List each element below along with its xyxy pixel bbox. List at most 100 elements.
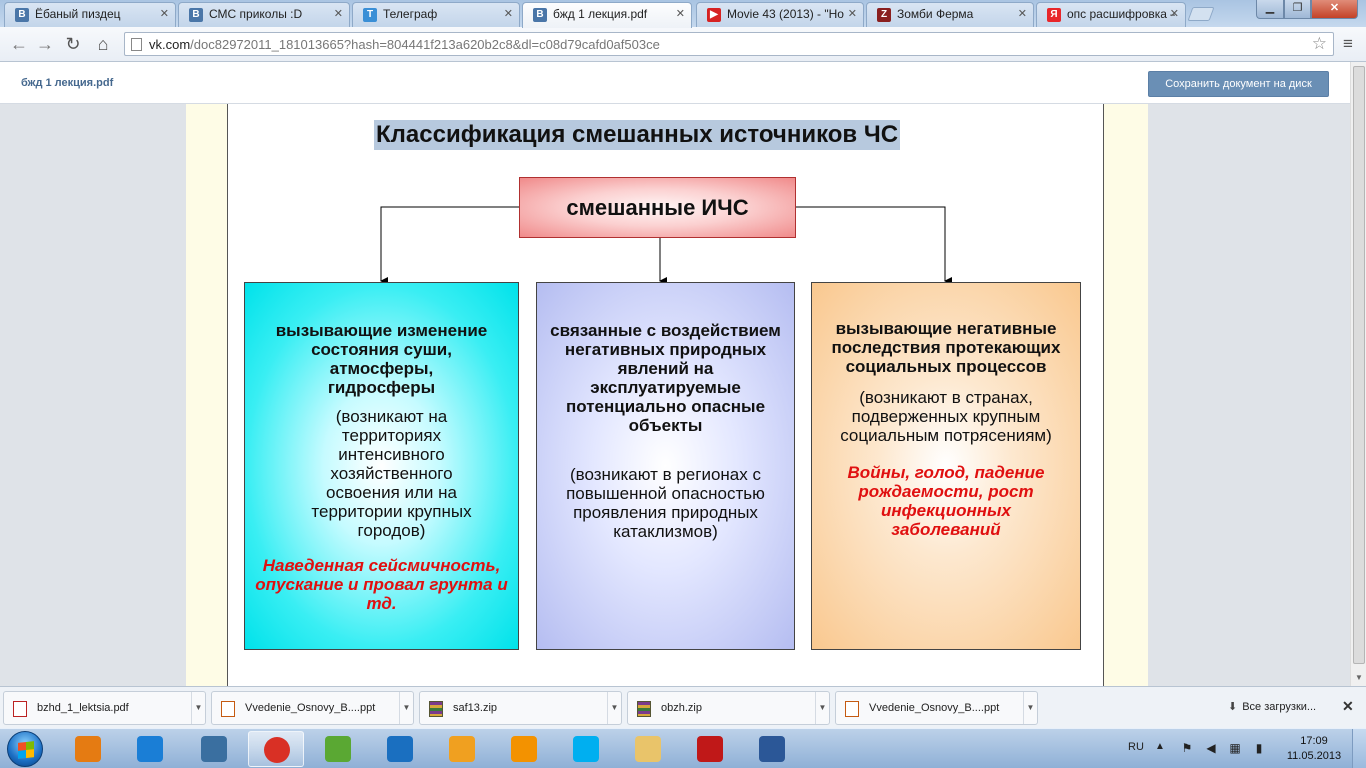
odnoklassniki-icon [511, 736, 537, 762]
tab-title: бжд 1 лекция.pdf [553, 7, 648, 21]
tab-close-icon[interactable]: ✕ [1169, 8, 1179, 20]
vertical-scrollbar[interactable]: ▲ ▼ [1350, 62, 1366, 686]
download-item[interactable]: obzh.zip ▼ [627, 691, 830, 725]
tab-5[interactable]: Z Зомби Ферма ✕ [866, 2, 1034, 27]
tab-4[interactable]: ▶ Movie 43 (2013) - "Но✕ [696, 2, 864, 27]
close-window-button[interactable]: ✕ [1311, 0, 1358, 19]
bookmark-star-icon[interactable]: ☆ [1311, 34, 1327, 53]
show-hidden-icons-icon[interactable]: ▲ [1155, 741, 1165, 752]
taskbar-odnoklassniki[interactable] [496, 731, 552, 767]
download-options-icon[interactable]: ▼ [191, 692, 205, 724]
windows-logo-icon [18, 741, 34, 759]
category-note: (возникают в регионах с повышенной опасн… [566, 465, 765, 541]
tab-close-icon[interactable]: ✕ [333, 8, 343, 20]
download-options-icon[interactable]: ▼ [815, 692, 829, 724]
game-icon [449, 736, 475, 762]
category-note: (возникают в странах, подверженных крупн… [840, 388, 1052, 445]
tab-title: СМС приколы :D [209, 7, 303, 21]
new-tab-button[interactable] [1187, 7, 1215, 21]
download-item[interactable]: Vvedenie_Osnovy_B....ppt▼ [211, 691, 414, 725]
category-heading: связанные с воздействием негативных прир… [550, 321, 781, 435]
tab-title: Зомби Ферма [897, 7, 974, 21]
reload-icon[interactable]: ↻ [65, 34, 81, 54]
explorer-icon [635, 736, 661, 762]
vk-icon: B [533, 8, 547, 22]
forward-arrow-icon[interactable]: → [36, 34, 54, 54]
taskbar-explorer[interactable] [620, 731, 676, 767]
youtube-icon: ▶ [707, 8, 721, 22]
close-icon[interactable]: ✕ [1342, 698, 1354, 714]
taskbar-chrome[interactable] [248, 731, 304, 767]
tab-close-icon[interactable]: ✕ [847, 8, 857, 20]
maximize-button[interactable]: ❐ [1284, 0, 1311, 19]
volume-icon[interactable]: ◀ [1206, 741, 1216, 755]
tab-close-icon[interactable]: ✕ [1017, 8, 1027, 20]
download-options-icon[interactable]: ▼ [607, 692, 621, 724]
category-examples: Наведенная сейсмичность, опускание и про… [255, 556, 508, 613]
taskbar-media-player[interactable] [60, 731, 116, 767]
game-icon: Z [877, 8, 891, 22]
download-options-icon[interactable]: ▼ [399, 692, 413, 724]
tab-close-icon[interactable]: ✕ [675, 8, 685, 20]
taskbar-briefcase[interactable] [186, 731, 242, 767]
document-viewer: Классификация смешанных источников ЧС см… [0, 104, 1350, 686]
download-item[interactable]: saf13.zip ▼ [419, 691, 622, 725]
start-button[interactable] [7, 731, 43, 767]
taskbar-mcafee[interactable] [682, 731, 738, 767]
address-bar[interactable]: vk.com/doc82972011_181013665?hash=804441… [124, 32, 1334, 56]
arrow-right [796, 206, 952, 285]
downloads-shelf: bzhd_1_lektsia.pdf▼Vvedenie_Osnovy_B....… [0, 686, 1366, 728]
language-indicator[interactable]: RU [1128, 741, 1144, 753]
download-item[interactable]: bzhd_1_lektsia.pdf ▼ [3, 691, 206, 725]
tab-close-icon[interactable]: ✕ [503, 8, 513, 20]
category-examples: Войны, голод, падение рождаемости, рост … [847, 463, 1045, 539]
category-note: (возникают на территориях интенсивного х… [311, 407, 472, 540]
category-heading: вызывающие изменение состояния суши, атм… [275, 321, 488, 397]
download-item[interactable]: Vvedenie_Osnovy_B....ppt▼ [835, 691, 1038, 725]
taskbar-mail-agent[interactable] [372, 731, 428, 767]
show-desktop-button[interactable] [1352, 729, 1366, 768]
document-title: бжд 1 лекция.pdf [21, 77, 114, 89]
taskbar-skype[interactable] [558, 731, 614, 767]
tab-title: Ёбаный пиздец [35, 7, 121, 21]
home-icon[interactable]: ⌂ [97, 34, 109, 54]
arrow-left [380, 206, 519, 285]
scroll-thumb[interactable] [1353, 66, 1365, 664]
clock[interactable]: 17:09 11.05.2013 [1284, 734, 1344, 764]
network-icon[interactable]: ▦ [1229, 741, 1241, 755]
telegraph-icon: T [363, 8, 377, 22]
all-downloads-link[interactable]: ⬇Все загрузки... [1228, 701, 1317, 713]
taskbar-internet-explorer[interactable] [122, 731, 178, 767]
power-icon[interactable]: ▮ [1255, 741, 1263, 755]
save-to-disk-button[interactable]: Сохранить документ на диск [1148, 71, 1329, 97]
menu-icon[interactable]: ≡ [1343, 34, 1353, 53]
pdf-file-icon [13, 701, 27, 717]
scroll-down-icon[interactable]: ▼ [1355, 673, 1363, 682]
tab-title: Movie 43 (2013) - "Но [727, 7, 844, 21]
taskbar-game[interactable] [434, 731, 490, 767]
download-filename: bzhd_1_lektsia.pdf [37, 702, 129, 714]
minimize-button[interactable]: ▁ [1256, 0, 1284, 19]
flag-notification-icon[interactable]: ⚑ [1181, 741, 1193, 755]
category-box-natural-hazards: связанные с воздействием негативных прир… [536, 282, 795, 650]
word-icon [759, 736, 785, 762]
taskbar-word[interactable] [744, 731, 800, 767]
category-box-social: вызывающие негативные последствия протек… [811, 282, 1081, 650]
mcafee-icon [697, 736, 723, 762]
download-filename: saf13.zip [453, 702, 498, 714]
tab-close-icon[interactable]: ✕ [159, 8, 169, 20]
download-options-icon[interactable]: ▼ [1023, 692, 1037, 724]
download-filename: obzh.zip [661, 702, 702, 714]
back-arrow-icon[interactable]: ← [10, 34, 28, 54]
chrome-icon [264, 737, 290, 763]
download-arrow-icon: ⬇ [1228, 701, 1238, 713]
briefcase-icon [201, 736, 227, 762]
skype-icon [573, 736, 599, 762]
taskbar-messenger[interactable] [310, 731, 366, 767]
url-text: vk.com/doc82972011_181013665?hash=804441… [149, 37, 660, 52]
